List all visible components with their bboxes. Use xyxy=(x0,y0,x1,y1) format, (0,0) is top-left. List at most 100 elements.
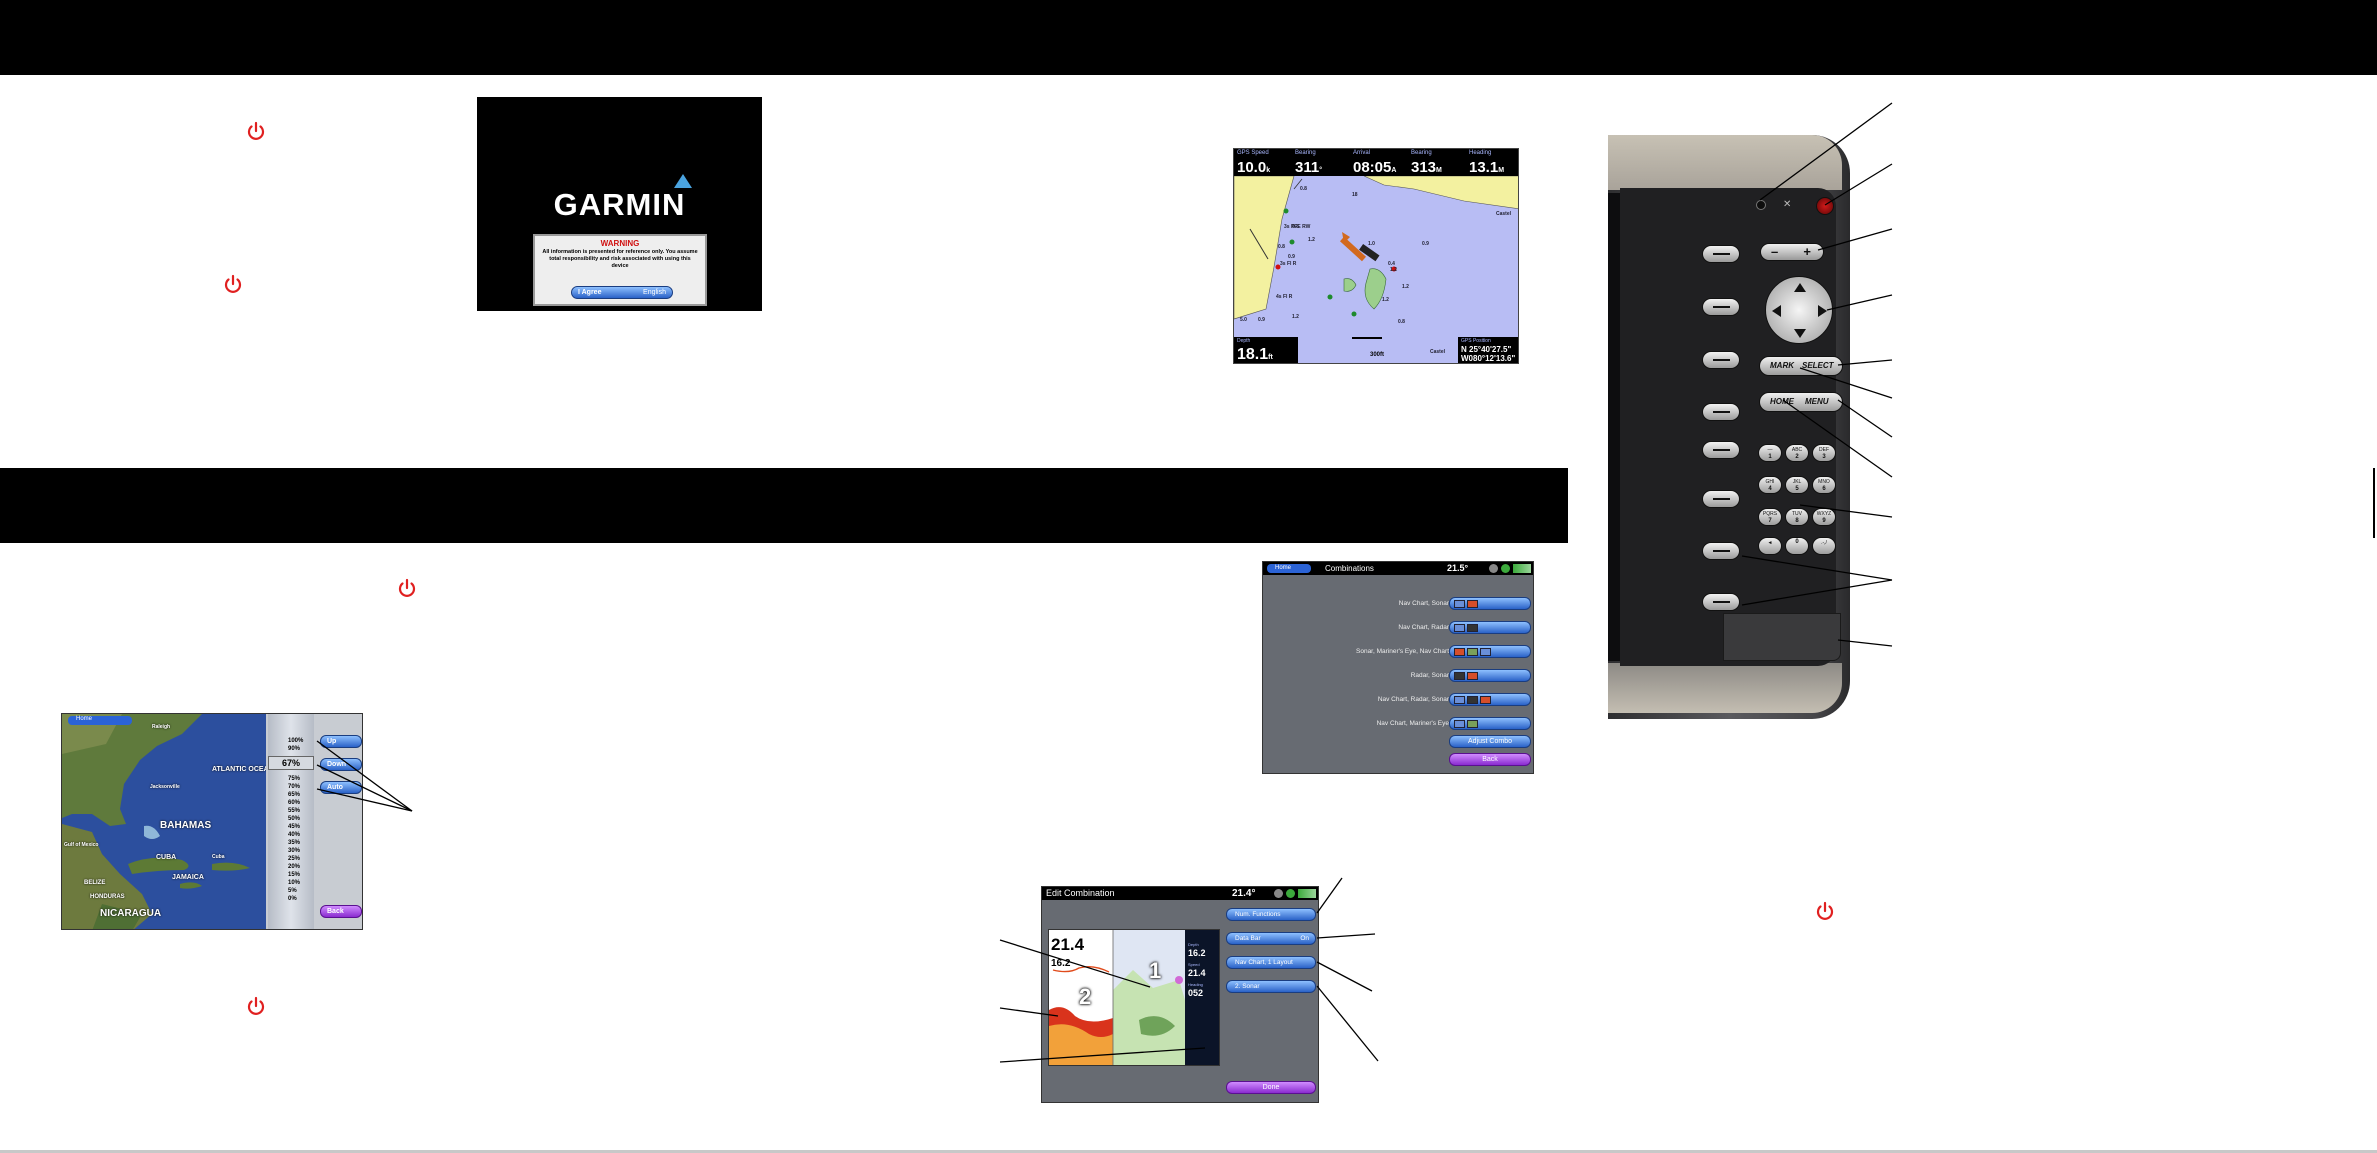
zoom-level: 0% xyxy=(288,896,297,902)
sounding: 0.4 xyxy=(1388,261,1395,267)
combo-button[interactable] xyxy=(1449,693,1531,706)
combo-button[interactable] xyxy=(1449,621,1531,634)
map-label: JAMAICA xyxy=(172,874,204,881)
zoom-down-button[interactable]: Down xyxy=(320,758,362,771)
zoom-auto-button[interactable]: Auto xyxy=(320,781,362,794)
nav-chart-icon xyxy=(1454,600,1465,608)
sonar-icon xyxy=(1480,696,1491,704)
radar-icon xyxy=(1454,672,1465,680)
garmin-logo-triangle-icon xyxy=(674,174,692,188)
data-field: Bearing 313M xyxy=(1411,150,1442,176)
sonar-icon xyxy=(1454,648,1465,656)
mark-key-label: MARK xyxy=(1770,361,1794,370)
chart-data-bar: GPS Speed 10.0k Bearing 311° Arrival 08:… xyxy=(1234,149,1518,176)
zoom-level: 100% xyxy=(288,738,304,744)
num-functions-button[interactable]: Num. Functions xyxy=(1226,908,1316,921)
zoom-level: 70% xyxy=(288,784,301,790)
range-key[interactable]: – + xyxy=(1760,243,1824,261)
map-label: NICARAGUA xyxy=(100,908,162,919)
signal-strength-icon xyxy=(1298,889,1316,898)
zoom-level: 25% xyxy=(288,856,301,862)
keypad-key[interactable]: —1 xyxy=(1758,444,1782,462)
device-frame-top xyxy=(1608,135,1842,190)
combo-button[interactable] xyxy=(1449,597,1531,610)
range-minus-label: – xyxy=(1771,244,1779,259)
chart-label: Castel xyxy=(1430,349,1446,355)
map-label: Gulf of Mexico xyxy=(64,842,99,848)
mariners-eye-icon xyxy=(1467,720,1478,728)
sounding: 0.8 xyxy=(1300,186,1307,192)
zoom-level: 5% xyxy=(288,888,297,894)
device-screen-edge xyxy=(1608,193,1620,661)
keypad-key[interactable]: ◄ xyxy=(1758,537,1782,555)
soft-key[interactable] xyxy=(1702,245,1740,263)
arrow-up-icon xyxy=(1794,283,1806,292)
warning-dialog: WARNING All information is presented for… xyxy=(533,234,707,306)
gps-status-icon xyxy=(1286,889,1295,898)
soft-key[interactable] xyxy=(1702,490,1740,508)
soft-key[interactable] xyxy=(1702,403,1740,421)
position-field: GPS Position N 25°40'27.5" W080°12'13.6" xyxy=(1458,337,1518,363)
combo-button[interactable] xyxy=(1449,717,1531,730)
status-icon xyxy=(1489,564,1498,573)
home-menu-key[interactable]: HOME MENU xyxy=(1759,392,1843,412)
mariners-eye-icon xyxy=(1467,648,1478,656)
sounding: 1.2 xyxy=(1402,284,1409,290)
sonar-pane-button[interactable]: 2. Sonar xyxy=(1226,980,1316,993)
soft-key[interactable] xyxy=(1702,351,1740,369)
map-label: ATLANTIC OCEAN xyxy=(212,766,274,773)
home-tab[interactable]: Home xyxy=(68,716,132,725)
keypad-key[interactable]: .-,/ xyxy=(1812,537,1836,555)
combo-button[interactable] xyxy=(1449,645,1531,658)
nav-chart-icon xyxy=(1454,624,1465,632)
power-icon xyxy=(398,578,416,597)
mark-select-key[interactable]: MARK SELECT xyxy=(1759,356,1843,376)
done-button[interactable]: Done xyxy=(1226,1081,1316,1094)
arrow-down-icon xyxy=(1794,329,1806,338)
range-plus-label: + xyxy=(1803,244,1811,259)
arrow-left-icon xyxy=(1772,305,1781,317)
soft-key[interactable] xyxy=(1702,593,1740,611)
zoom-level: 20% xyxy=(288,864,301,870)
home-tab[interactable]: Home xyxy=(1267,564,1311,573)
data-field: Bearing 311° xyxy=(1295,150,1323,176)
back-button[interactable]: Back xyxy=(320,905,362,918)
chart-map-graphic xyxy=(1234,175,1518,339)
pane-number: 1 xyxy=(1149,958,1162,983)
map-label: CUBA xyxy=(156,854,177,861)
rocker-key[interactable] xyxy=(1765,276,1833,344)
agree-button[interactable]: I Agree English xyxy=(571,286,673,299)
zoom-up-button[interactable]: Up xyxy=(320,735,362,748)
garmin-logo: GARMIN xyxy=(553,187,686,222)
combo-row-label: Nav Chart, Sonar xyxy=(1398,600,1449,607)
soft-key[interactable] xyxy=(1702,441,1740,459)
back-button[interactable]: Back xyxy=(1449,753,1531,766)
screen-header: Edit Combination 21.4° xyxy=(1042,887,1318,900)
pane-number: 2 xyxy=(1079,984,1092,1009)
nav-chart-icon xyxy=(1454,696,1465,704)
zoom-scale-slider[interactable] xyxy=(268,714,314,929)
adjust-combo-button[interactable]: Adjust Combo xyxy=(1449,735,1531,748)
soft-key[interactable] xyxy=(1702,542,1740,560)
light-sensor-icon xyxy=(1756,200,1766,210)
screen-header: Home Combinations 21.5° xyxy=(1263,562,1533,575)
nav-chart-icon xyxy=(1454,720,1465,728)
nav-chart-layout-button[interactable]: Nav Chart, 1 Layout xyxy=(1226,956,1316,969)
data-bar-button[interactable]: Data Bar On xyxy=(1226,932,1316,945)
screen-title: Combinations xyxy=(1325,564,1374,573)
soft-key[interactable] xyxy=(1702,298,1740,316)
power-button[interactable] xyxy=(1816,197,1834,215)
keypad-key[interactable]: 0 xyxy=(1785,537,1809,555)
sd-card-slot-door[interactable] xyxy=(1723,613,1841,661)
chart-label: 3s PFE RW xyxy=(1284,224,1311,230)
combo-button[interactable] xyxy=(1449,669,1531,682)
zoom-map-screen: Home ATLANTIC OCEAN BAHAMAS CUBA JAMAICA… xyxy=(61,713,363,930)
